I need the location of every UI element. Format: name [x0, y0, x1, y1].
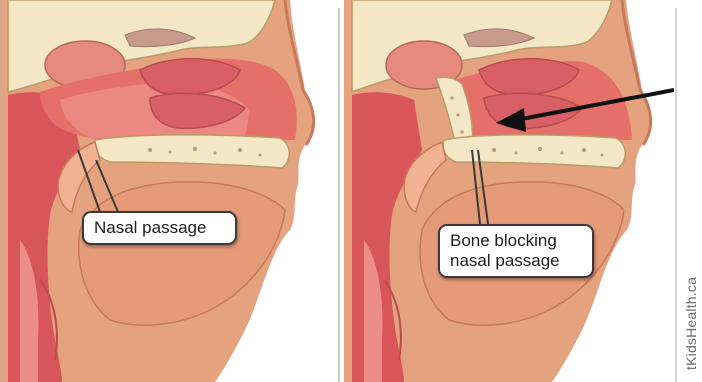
panel-normal-anatomy [0, 0, 337, 382]
normal-anatomy-illustration [0, 0, 337, 382]
right-edge-line [675, 8, 677, 382]
bone-blocking-callout: Bone blocking nasal passage [438, 224, 594, 278]
panel-divider [338, 8, 340, 382]
nasal-passage-label: Nasal passage [94, 218, 225, 238]
bone-blocking-label-line1: Bone blocking [450, 231, 582, 251]
nasal-passage-callout: Nasal passage [82, 211, 237, 245]
panel-blocked-anatomy [344, 0, 674, 382]
kidshealth-watermark: tKidsHealth.ca [683, 277, 699, 370]
bone-blocking-label-line2: nasal passage [450, 251, 582, 271]
blocked-anatomy-illustration [344, 0, 674, 382]
